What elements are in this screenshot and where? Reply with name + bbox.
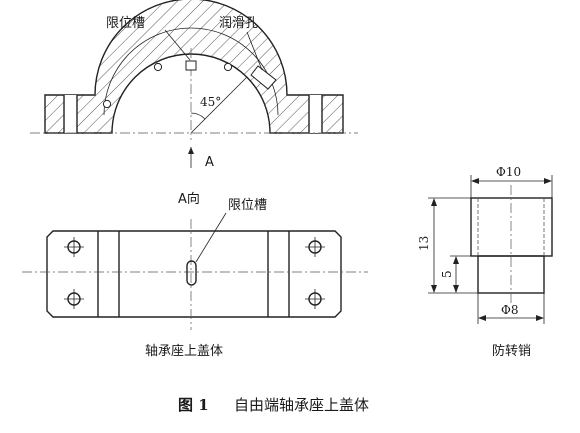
view-marker-label: A [205, 155, 214, 170]
anti-rotation-pin: Φ10 Φ8 13 5 防转销 [417, 165, 553, 359]
view-direction-arrow: A [188, 147, 214, 170]
figure-number: 图 1 [178, 396, 209, 414]
dim-pin-height: 13 [417, 236, 431, 251]
bolt-hole [305, 289, 325, 309]
view-a-label: A向 [178, 191, 200, 207]
dim-pin-top-dia: Φ10 [496, 165, 521, 179]
figure-caption: 图 1 自由端轴承座上盖体 [178, 396, 369, 414]
dim-pin-bottom-dia: Φ8 [501, 303, 518, 317]
front-section-view: 45° 限位槽 润滑孔 [30, 0, 358, 140]
label-stop-groove-top: 限位槽 [106, 16, 145, 31]
stop-groove-notch [185, 60, 197, 71]
bolt-hole [64, 289, 84, 309]
dim-pin-shoulder: 5 [440, 270, 454, 278]
cap-name-label: 轴承座上盖体 [145, 344, 223, 359]
stop-groove-slot [186, 260, 197, 286]
angle-label: 45° [200, 95, 221, 109]
label-stop-groove-plan: 限位槽 [228, 198, 267, 213]
bolt-hole [64, 237, 84, 257]
bolt-hole [305, 237, 325, 257]
pin-name-label: 防转销 [492, 343, 531, 359]
right-bolt-hole-section [309, 95, 322, 133]
figure-title: 自由端轴承座上盖体 [234, 396, 369, 414]
plan-view: A向 限位槽 轴承座上盖体 [22, 191, 368, 359]
cap-plan-outline [46, 230, 342, 318]
lube-hole-section [250, 65, 277, 90]
label-lube-hole: 润滑孔 [219, 16, 258, 31]
left-bolt-hole-section [64, 95, 77, 133]
pin-head [470, 197, 553, 257]
arch-hole [102, 99, 112, 109]
arch-hole [223, 62, 233, 72]
arch-hole [153, 62, 163, 72]
